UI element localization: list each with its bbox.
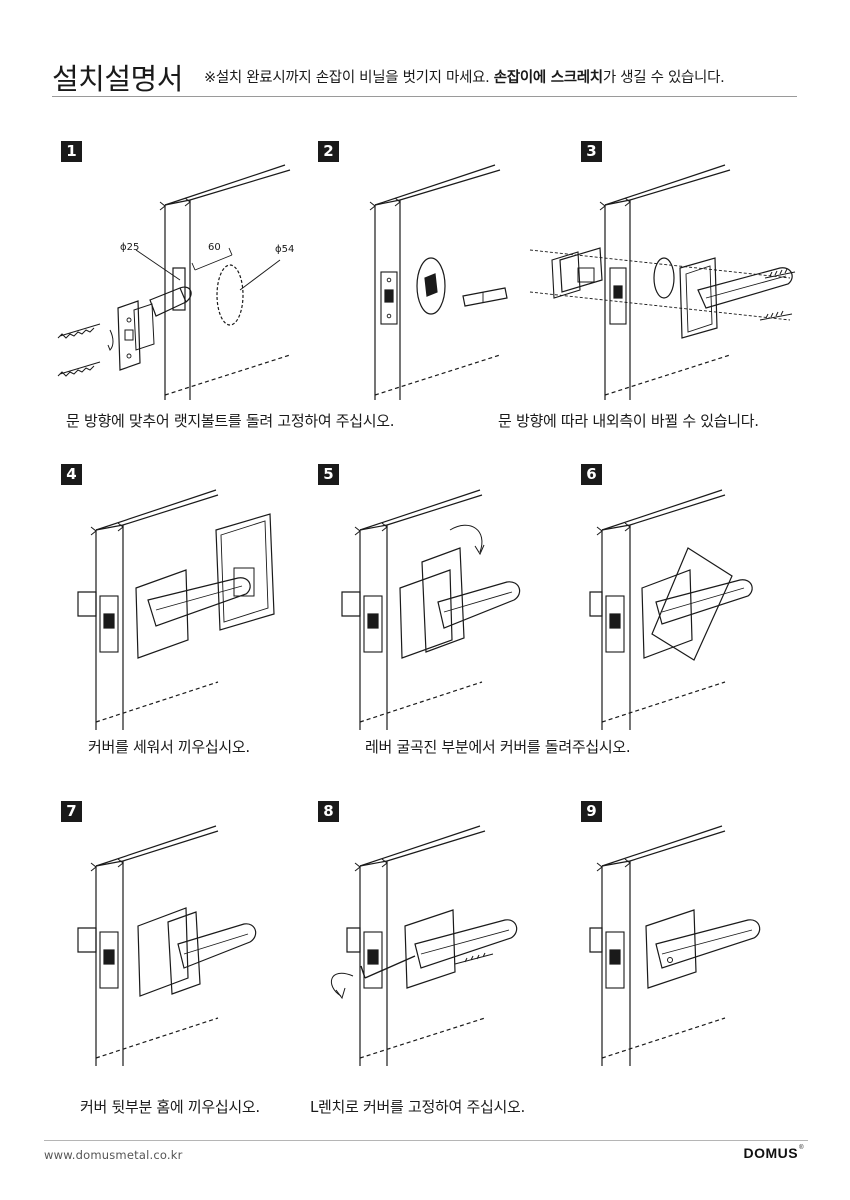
step-8-diagram [325, 825, 535, 1066]
page-header: 설치설명서 ※설치 완료시까지 손잡이 비닐을 벗기지 마세요. 손잡이에 스크… [52, 56, 798, 98]
notice-prefix: ※설치 완료시까지 손잡이 비닐을 벗기지 마세요. [204, 70, 494, 86]
step-9-badge: 9 [581, 801, 602, 822]
step-7-badge: 7 [61, 801, 82, 822]
diameter-large-label: ϕ54 [275, 244, 294, 255]
notice-emphasis: 손잡이에 스크레치 [493, 70, 603, 86]
distance-label: 60 [208, 242, 221, 253]
domus-logo: DOMUS® [743, 1145, 804, 1161]
step-7-diagram [77, 825, 278, 1066]
footer-divider [44, 1140, 808, 1141]
caption-step-7: 커버 뒷부분 홈에 끼우십시오. [80, 1098, 260, 1116]
step-9-diagram [589, 825, 790, 1066]
caption-step-5: 레버 굴곡진 부분에서 커버를 돌려주십시오. [365, 738, 631, 756]
logo-text: DOMUS [743, 1145, 799, 1161]
page-title: 설치설명서 [52, 62, 183, 96]
step-4-badge: 4 [61, 464, 82, 485]
caption-step-3: 문 방향에 따라 내외측이 바뀔 수 있습니다. [498, 412, 759, 430]
step-3-badge: 3 [581, 141, 602, 162]
step-2-badge: 2 [318, 141, 339, 162]
caption-step-8: L렌치로 커버를 고정하여 주십시오. [310, 1098, 525, 1116]
header-divider [52, 96, 797, 97]
step-3-diagram [529, 160, 810, 400]
footer-website: www.domusmetal.co.kr [44, 1148, 183, 1162]
caption-step-4: 커버를 세워서 끼우십시오. [88, 738, 250, 756]
notice-suffix: 가 생길 수 있습니다. [602, 70, 725, 86]
step-1-badge: 1 [61, 141, 82, 162]
step-6-diagram [589, 489, 790, 730]
step-2-diagram [365, 160, 545, 400]
step-5-diagram [341, 489, 562, 730]
installation-notice: ※설치 완료시까지 손잡이 비닐을 벗기지 마세요. 손잡이에 스크레치가 생길… [204, 66, 725, 87]
caption-step-1: 문 방향에 맞추어 랫지볼트를 돌려 고정하여 주십시오. [66, 412, 395, 430]
step-4-diagram [77, 489, 318, 730]
step-5-badge: 5 [318, 464, 339, 485]
step-6-badge: 6 [581, 464, 602, 485]
registered-mark-icon: ® [799, 1145, 804, 1151]
step-8-badge: 8 [318, 801, 339, 822]
step-1-diagram: ϕ25 60 ϕ54 [40, 160, 294, 400]
diameter-small-label: ϕ25 [120, 242, 139, 253]
